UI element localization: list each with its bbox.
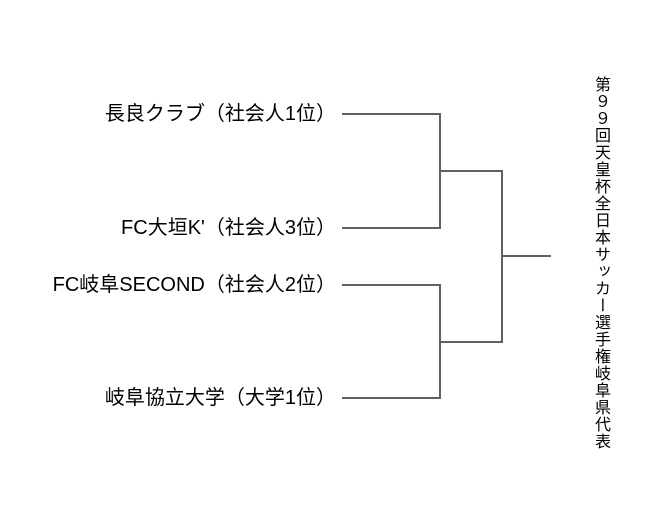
bracket-connector-semifinal1 (439, 170, 503, 172)
bracket-line-team3 (342, 284, 440, 286)
bracket-line-team1 (342, 113, 440, 115)
bracket-connector-semifinal2 (439, 341, 503, 343)
team-label-nagara-club: 長良クラブ（社会人1位） (104, 103, 336, 125)
bracket-line-team2 (342, 227, 440, 229)
bracket-line-team4 (342, 397, 440, 399)
bracket-line-final-winner (501, 255, 551, 257)
team-label-fc-ogaki-k: FC大垣K'（社会人3位） (121, 217, 336, 239)
team-label-fc-gifu-second: FC岐阜SECOND（社会人2位） (52, 274, 336, 296)
tournament-title-vertical: 第９９回天皇杯全日本サッカー選手権岐阜県代表 (592, 76, 609, 450)
team-label-gifu-kyoritsu-univ: 岐阜協立大学（大学1位） (104, 387, 336, 409)
